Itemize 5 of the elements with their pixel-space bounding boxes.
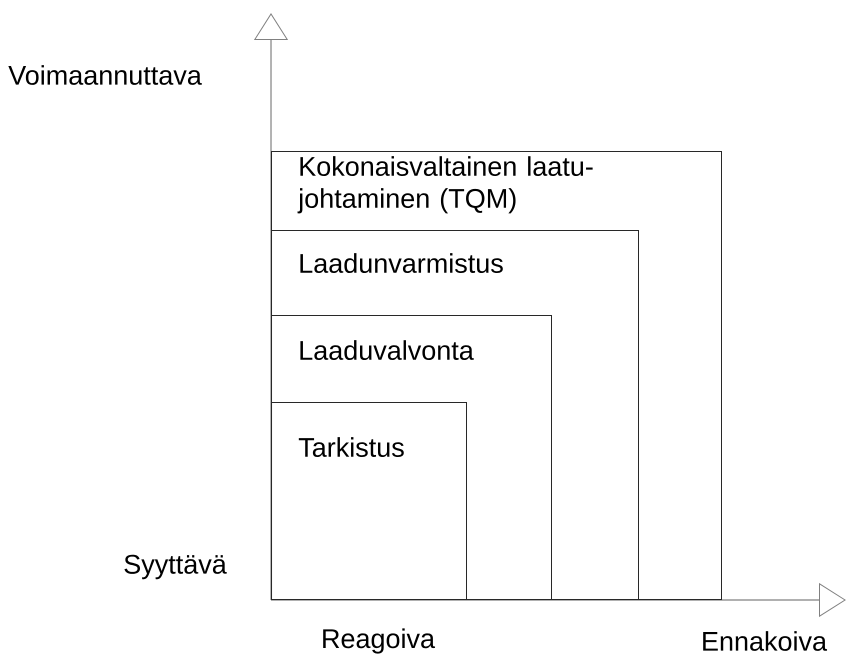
axis-label: Ennakoiva [703, 631, 828, 651]
axis-label: Syyttävä [124, 554, 227, 580]
stage-box: Tarkistus [271, 402, 467, 600]
axis-label: Voimaannuttava [8, 65, 202, 85]
axis-label: Reagoiva [323, 628, 436, 654]
